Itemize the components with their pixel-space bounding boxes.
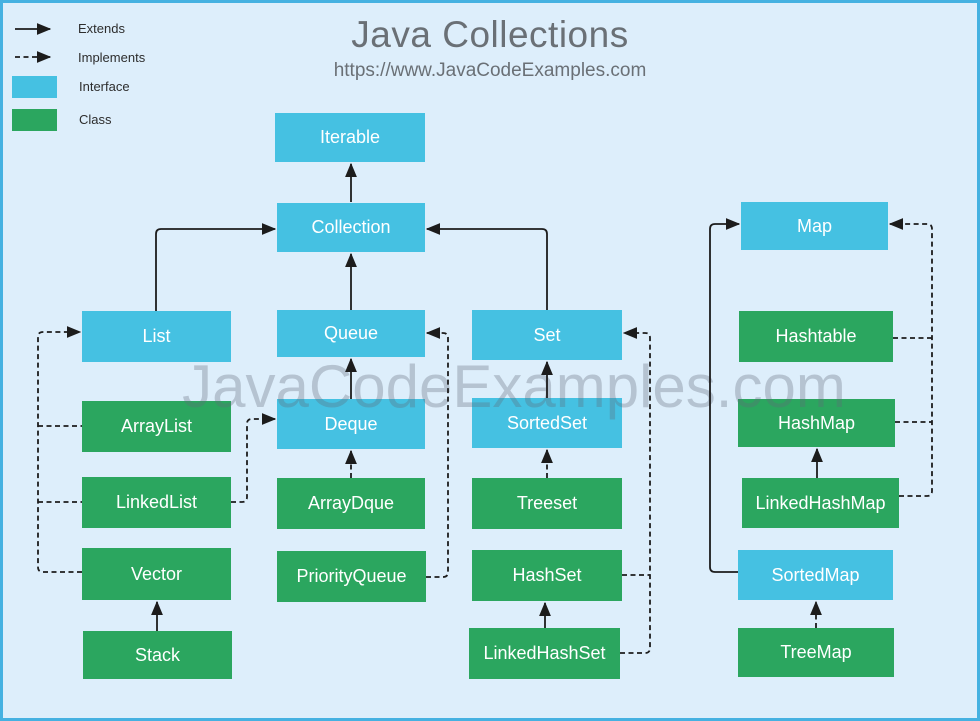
legend-class-label: Class [79, 112, 112, 127]
legend-interface-swatch [12, 76, 57, 98]
node-vector: Vector [82, 548, 231, 600]
node-stack: Stack [83, 631, 232, 679]
edge-linkedhashmap-implements-map [888, 218, 933, 497]
node-sortedset: SortedSet [472, 398, 622, 448]
node-iterable: Iterable [275, 113, 425, 162]
node-linkedhashmap: LinkedHashMap [742, 478, 899, 528]
legend-interface-label: Interface [79, 79, 130, 94]
legend-implements-label: Implements [78, 50, 146, 65]
edge-list-extends-collection [155, 223, 277, 311]
diagram-subtitle: https://www.JavaCodeExamples.com [333, 60, 647, 81]
node-collection: Collection [277, 203, 425, 252]
legend-extends-label: Extends [78, 21, 125, 36]
node-set: Set [472, 310, 622, 360]
edge-linkedlist-implements-deque [231, 413, 277, 503]
edge-set-extends-collection [425, 223, 548, 310]
node-linkedhashset: LinkedHashSet [469, 628, 620, 679]
diagram-title: Java Collections [351, 14, 629, 55]
node-treeset: Treeset [472, 478, 622, 529]
node-list: List [82, 311, 231, 362]
node-queue: Queue [277, 310, 425, 357]
node-treemap: TreeMap [738, 628, 894, 677]
legend-class-swatch [12, 109, 57, 131]
node-map: Map [741, 202, 888, 250]
node-deque: Deque [277, 399, 425, 449]
node-hashmap: HashMap [738, 399, 895, 447]
node-sortedmap: SortedMap [738, 550, 893, 600]
node-arraydque: ArrayDque [277, 478, 425, 529]
node-hashtable: Hashtable [739, 311, 893, 362]
node-arraylist: ArrayList [82, 401, 231, 452]
node-hashset: HashSet [472, 550, 622, 601]
edge-linkedhashset-implements-set [620, 327, 651, 654]
edge-priorityqueue-implements-queue [425, 327, 449, 578]
node-linkedlist: LinkedList [82, 477, 231, 528]
edge-vector-implements-list [37, 326, 82, 573]
edge-sortedmap-extends-map [709, 218, 741, 573]
node-priorityqueue: PriorityQueue [277, 551, 426, 602]
